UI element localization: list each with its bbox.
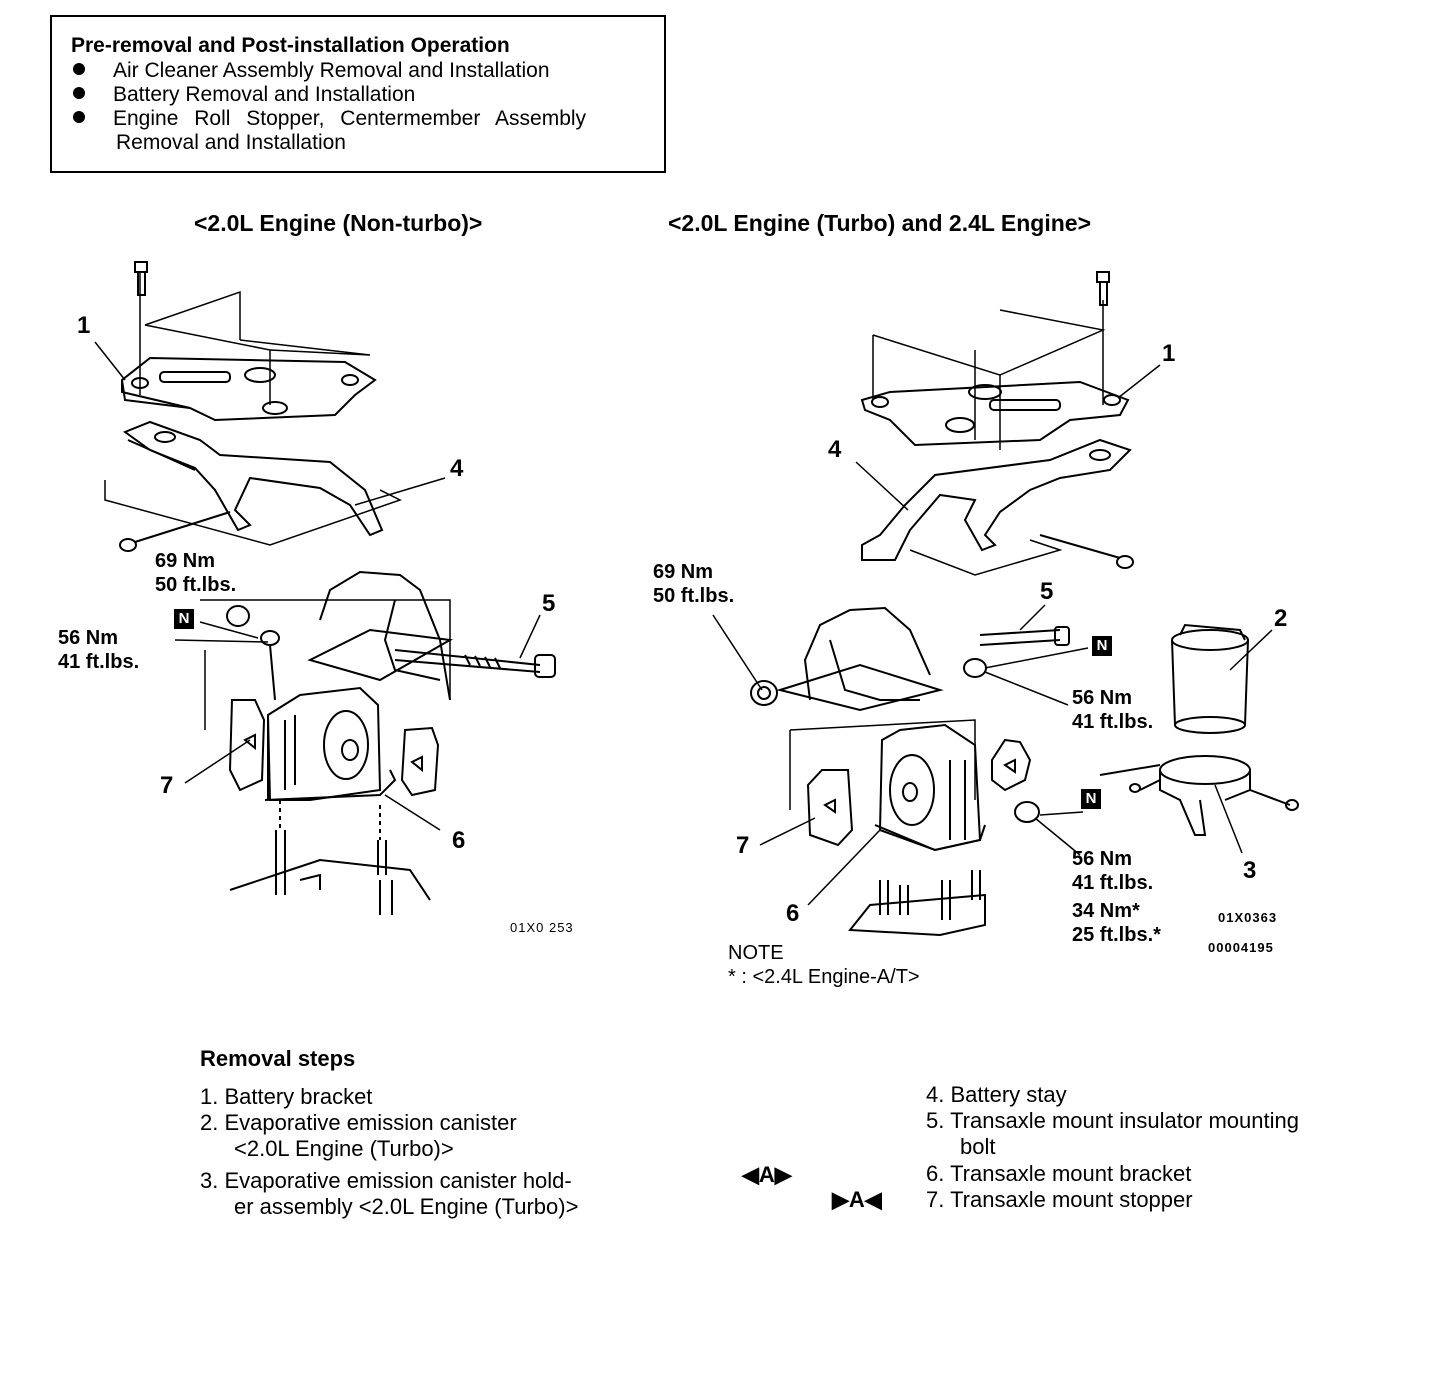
bullet-icon xyxy=(73,111,85,123)
left-mount-bolt xyxy=(394,649,556,678)
pre-removal-title: Pre-removal and Post-installation Operat… xyxy=(71,34,510,57)
right-leader-lines xyxy=(712,364,1273,906)
left-bolt-top xyxy=(134,261,148,296)
exploded-view-drawings xyxy=(94,261,1299,937)
installation-service-mark: ▶A◀ xyxy=(832,1187,882,1212)
removal-step: 2. Evaporative emission canister xyxy=(200,1110,517,1135)
left-leader-lines xyxy=(94,341,541,831)
callout-4: 4 xyxy=(450,455,464,482)
pre-removal-box xyxy=(50,15,666,173)
right-battery-stay xyxy=(861,438,1132,561)
right-battery-bracket xyxy=(860,380,1130,447)
removal-step: 4. Battery stay xyxy=(926,1082,1067,1107)
removal-step: 5. Transaxle mount insulator mounting xyxy=(926,1108,1299,1133)
removal-service-mark: ◀A▶ xyxy=(742,1162,792,1187)
callout-2: 2 xyxy=(1274,605,1288,632)
note-text: * : <2.4L Engine-A/T> xyxy=(728,966,920,988)
torque-spec: 69 Nm 50 ft.lbs. xyxy=(155,550,237,596)
callout-5: 5 xyxy=(1040,578,1054,605)
figure-code: 01X0 253 xyxy=(510,920,574,935)
removal-step-continued: er assembly <2.0L Engine (Turbo)> xyxy=(234,1194,579,1219)
right-guide-lines xyxy=(789,300,1106,810)
torque-spec: 56 Nm 41 ft.lbs. 34 Nm* 25 ft.lbs.* xyxy=(1072,848,1161,946)
left-transmission-outline xyxy=(307,570,454,701)
figure-code: 00004195 xyxy=(1208,940,1274,955)
bullet-icon xyxy=(73,87,85,99)
torque-spec: 56 Nm 41 ft.lbs. xyxy=(58,627,140,673)
right-mount-bolt xyxy=(979,626,1070,646)
left-battery-bracket xyxy=(120,356,377,422)
right-canister xyxy=(1171,623,1249,734)
left-diagram-title: <2.0L Engine (Non-turbo)> xyxy=(194,210,483,236)
removal-step: 1. Battery bracket xyxy=(200,1084,373,1109)
left-studs xyxy=(229,800,431,915)
left-stopper-left xyxy=(228,699,266,792)
right-stopper-right xyxy=(991,738,1032,792)
right-transmission-outline xyxy=(776,606,944,712)
bullet-icon xyxy=(73,63,85,75)
pre-removal-item: Air Cleaner Assembly Removal and Install… xyxy=(73,59,550,83)
removal-steps-title: Removal steps xyxy=(200,1046,356,1071)
callout-4: 4 xyxy=(828,436,842,463)
pre-removal-item: Battery Removal and Installation xyxy=(73,83,415,107)
torque-spec: 69 Nm 50 ft.lbs. xyxy=(653,561,735,607)
n-marker: N xyxy=(1092,636,1112,656)
callout-7: 7 xyxy=(160,772,174,799)
n-marker: N xyxy=(174,609,194,629)
callout-3: 3 xyxy=(1243,857,1257,884)
removal-step-continued: bolt xyxy=(960,1134,996,1159)
right-diagram-title: <2.0L Engine (Turbo) and 2.4L Engine> xyxy=(668,210,1092,236)
pre-removal-item-continued: Removal and Installation xyxy=(116,131,346,154)
removal-step-continued: <2.0L Engine (Turbo)> xyxy=(234,1136,454,1161)
callout-6: 6 xyxy=(786,900,800,927)
left-battery-stay xyxy=(122,420,384,537)
left-mount-bracket xyxy=(264,686,397,801)
figure-code: 01X0363 xyxy=(1218,910,1278,925)
right-nut-69 xyxy=(750,680,778,706)
left-nut xyxy=(226,605,280,701)
left-bolt-side xyxy=(119,511,231,552)
right-bolt-side xyxy=(1039,534,1134,569)
right-stopper-left xyxy=(806,769,854,847)
torque-spec: 56 Nm 41 ft.lbs. xyxy=(1072,687,1154,733)
pre-removal-item: Engine Roll Stopper, Centermember Assemb… xyxy=(73,107,586,131)
callout-6: 6 xyxy=(452,827,466,854)
left-stopper-right xyxy=(400,726,440,797)
right-studs xyxy=(848,870,986,937)
right-bolt-top xyxy=(1096,271,1110,306)
callout-5: 5 xyxy=(542,590,556,617)
removal-step: 7. Transaxle mount stopper xyxy=(926,1187,1193,1212)
removal-step: 6. Transaxle mount bracket xyxy=(926,1161,1192,1186)
callout-1: 1 xyxy=(77,312,91,339)
callout-1: 1 xyxy=(1162,340,1176,367)
removal-step: 3. Evaporative emission canister hold- xyxy=(200,1168,572,1193)
callout-7: 7 xyxy=(736,832,750,859)
left-guide-lines xyxy=(104,272,451,730)
n-marker: N xyxy=(1081,789,1101,809)
right-mount-bracket xyxy=(874,723,986,852)
right-canister-holder xyxy=(1099,755,1299,836)
note-title: NOTE xyxy=(728,942,784,964)
